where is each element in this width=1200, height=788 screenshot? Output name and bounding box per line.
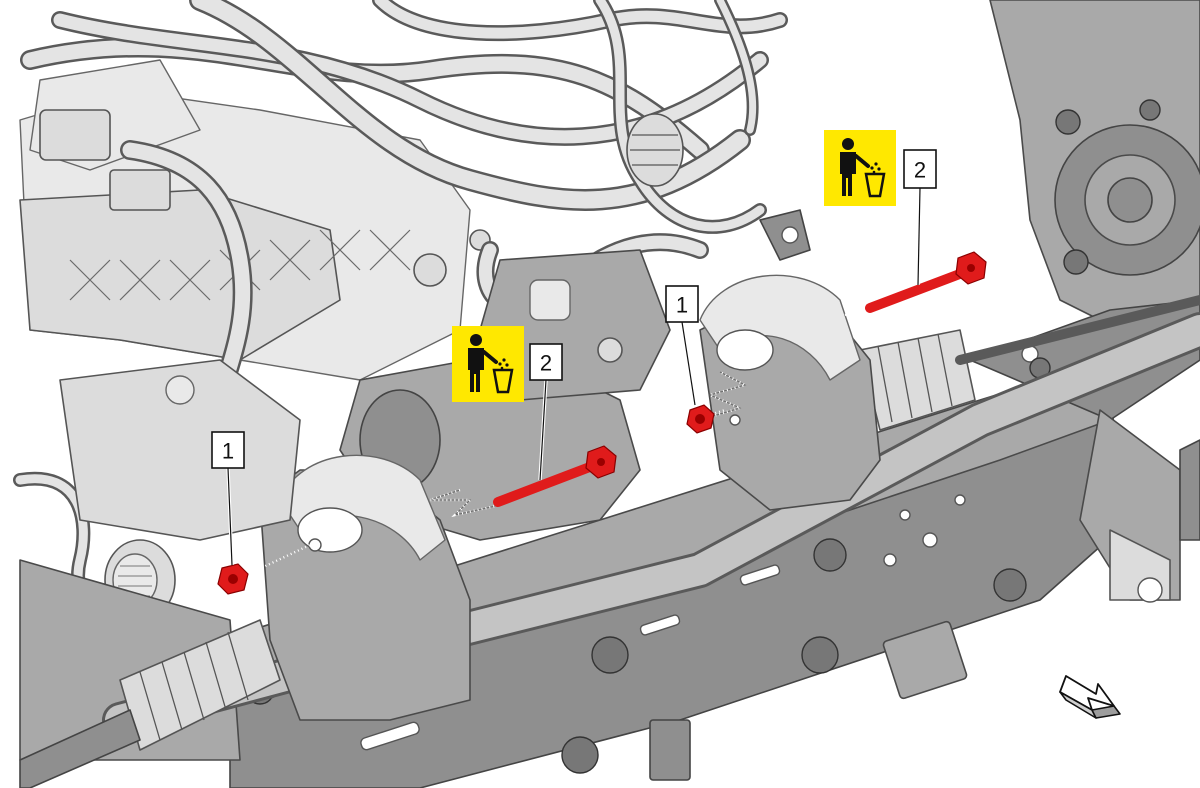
callout-label: 2 [540, 351, 552, 376]
hose-bundle [13, 0, 788, 657]
callout-label: 1 [222, 439, 234, 464]
discard-trash-icon [824, 130, 896, 206]
forward-arrow-icon [1059, 675, 1121, 719]
engine-block [19, 59, 491, 381]
mount-bracket-left [59, 359, 471, 721]
mount-bracket-right [699, 209, 881, 511]
bolt-right [865, 251, 987, 313]
bolt-center [493, 445, 617, 507]
discard-trash-icon [452, 326, 524, 402]
callout-label: 1 [676, 293, 688, 318]
callout-1-right: 1 [665, 285, 699, 406]
callout-2-right: 2 [903, 149, 937, 286]
wheel-knuckle [989, 0, 1200, 331]
callout-label: 2 [914, 158, 926, 183]
nut-left [217, 563, 249, 595]
callout-2-center: 2 [529, 343, 563, 481]
nut-right [686, 404, 715, 434]
callout-1-left: 1 [211, 431, 245, 566]
